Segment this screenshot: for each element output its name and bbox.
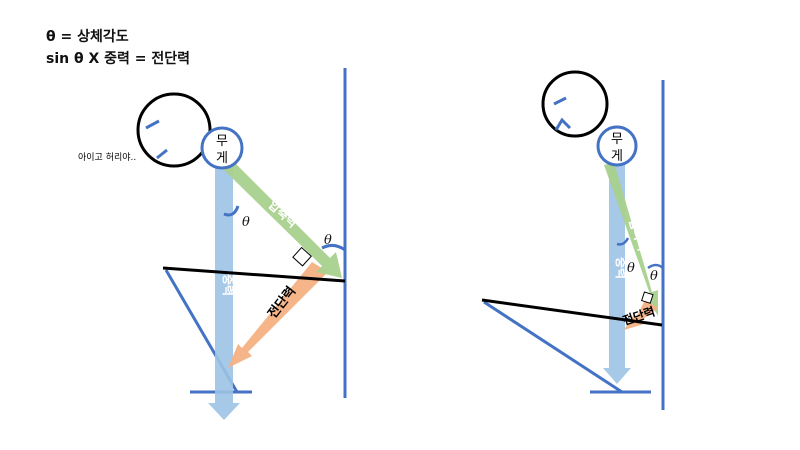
legend: θ = 상체각도 sin θ X 중력 = 전단력 [46, 26, 190, 70]
left-theta-label-1: θ [242, 215, 250, 230]
left-theta-arc-1 [223, 205, 240, 217]
left-exclaim-text: 아이고 허리야.. [78, 152, 136, 163]
legend-theta-definition: θ = 상체각도 [46, 29, 129, 45]
left-gravity-arrow [208, 168, 240, 420]
left-theta-arc-2 [321, 243, 346, 252]
right-figure: 중력 압축력 전단력 θ θ 무 게 [481, 70, 665, 410]
right-theta-arc-1 [616, 237, 630, 246]
right-shear-arrow [624, 300, 658, 330]
right-leg-line [483, 300, 623, 394]
left-weight-label-bottom: 게 [216, 151, 228, 166]
right-weight-label-top: 무 [611, 132, 623, 147]
left-head [136, 92, 212, 168]
left-theta-label-2: θ [324, 233, 332, 248]
right-weight-label-bottom: 게 [611, 149, 623, 164]
left-compression-arrow [222, 160, 342, 278]
right-gravity-label: 중력 [614, 257, 628, 279]
left-shear-arrow [228, 262, 328, 368]
right-theta-label-1: θ [627, 261, 635, 276]
right-compression-arrow [604, 162, 658, 316]
left-figure: 중력 전단력 압축력 θ θ 무 게 아이고 허리야.. [78, 68, 347, 420]
left-mouth [156, 148, 168, 160]
right-right-angle-marker [641, 291, 654, 304]
right-head [541, 70, 609, 138]
right-pelvis-line [481, 298, 663, 327]
left-weight-ball [200, 126, 244, 170]
right-eye [553, 96, 567, 106]
left-pelvis-line [162, 266, 346, 283]
left-gravity-label: 중력 [221, 274, 235, 296]
left-eye [145, 119, 160, 130]
right-theta-label-2: θ [650, 269, 658, 284]
legend-shear-formula: sin θ X 중력 = 전단력 [46, 51, 191, 67]
right-theta-arc-2 [647, 263, 664, 270]
right-mouth [554, 117, 572, 131]
left-right-angle-marker [292, 246, 312, 267]
left-weight-label-top: 무 [216, 134, 228, 149]
right-weight-ball [596, 125, 638, 167]
